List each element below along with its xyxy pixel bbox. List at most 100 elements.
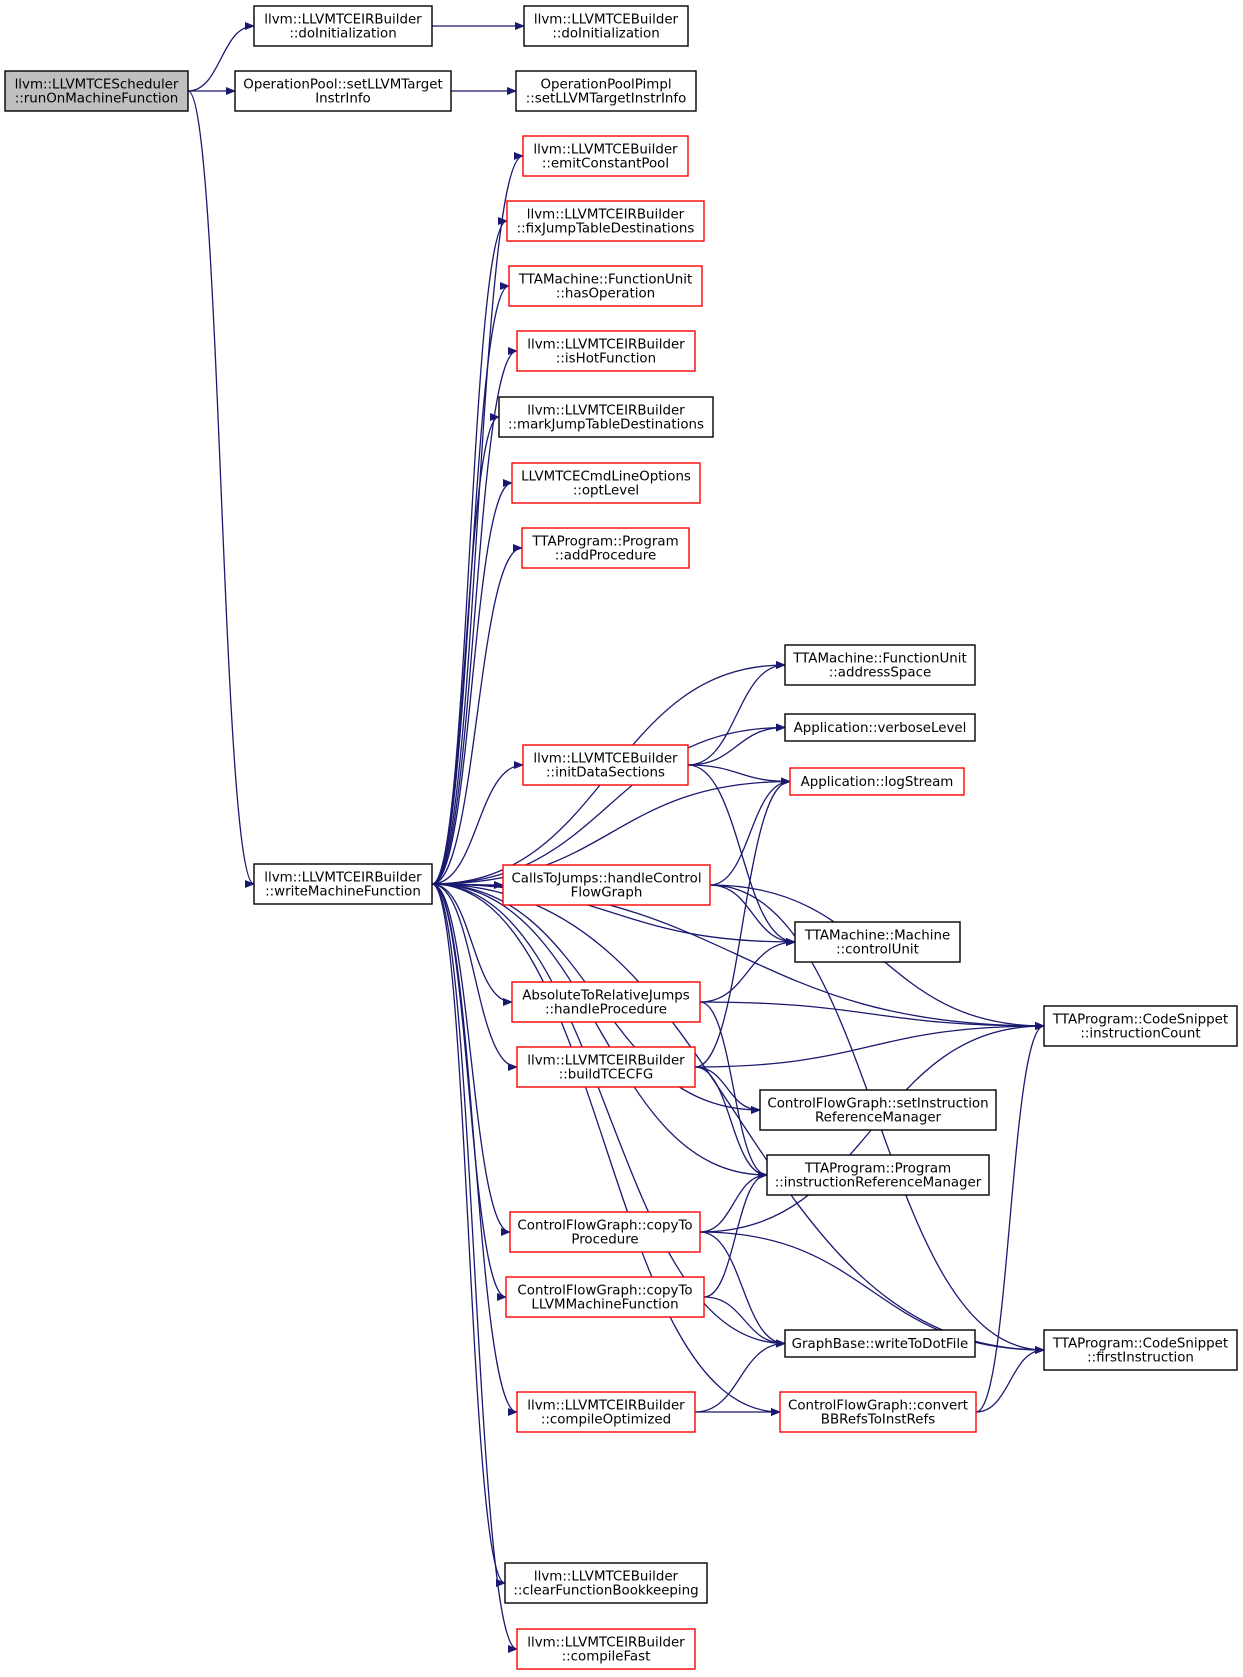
edge-handleControlFlowGraph-to-controlUnit: [709, 884, 796, 946]
edge-handleProcedure-to-controlUnit: [699, 938, 796, 1003]
node-label-line: ::emitConstantPool: [542, 157, 669, 172]
node-box: [511, 462, 701, 504]
edge-writeMachineFunction-to-controlUnit: [431, 883, 796, 946]
node-label-line: ::isHotFunction: [556, 352, 656, 367]
edge-runOnMachineFunction-to-irDoInit: [187, 22, 255, 92]
node-box: [509, 1211, 701, 1253]
node-box: [511, 981, 701, 1023]
node-clearFunctionBookkeeping[interactable]: llvm::LLVMTCEBuilder::clearFunctionBookk…: [504, 1562, 708, 1604]
edge-handleControlFlowGraph-to-logStream: [709, 777, 791, 886]
node-optLevel[interactable]: LLVMTCECmdLineOptions::optLevel: [511, 462, 701, 504]
node-instructionCount[interactable]: TTAProgram::CodeSnippet::instructionCoun…: [1043, 1005, 1238, 1047]
node-box: [498, 396, 714, 438]
edge-initDataSections-to-verboseLevel: [687, 723, 786, 766]
node-logStream[interactable]: Application::logStream: [789, 767, 965, 796]
edge-writeMachineFunction-to-initDataSections: [431, 761, 524, 885]
node-label-line: ControlFlowGraph::setInstruction: [767, 1097, 988, 1112]
node-label-line: ::instructionCount: [1080, 1027, 1200, 1042]
edge-convertBBRefs-to-firstInstruction: [975, 1346, 1045, 1413]
node-label-line: CallsToJumps::handleControl: [511, 872, 701, 887]
node-markJumpTable[interactable]: llvm::LLVMTCEIRBuilder::markJumpTableDes…: [498, 396, 714, 438]
node-box: [784, 644, 976, 686]
node-initDataSections[interactable]: llvm::LLVMTCEBuilder::initDataSections: [522, 744, 689, 786]
node-irDoInit[interactable]: llvm::LLVMTCEIRBuilder::doInitialization: [253, 5, 433, 47]
node-addProcedure[interactable]: TTAProgram::Program::addProcedure: [521, 527, 690, 569]
edge-handleProcedure-to-instrRefMgr: [699, 1001, 768, 1179]
node-box: [523, 5, 689, 47]
edge-copyToLLVM-to-writeToDotFile: [703, 1296, 786, 1348]
edge-writeMachineFunction-to-instrRefMgr: [431, 883, 768, 1179]
edge-writeMachineFunction-to-firstInstruction: [431, 883, 1045, 1354]
node-label-line: ::instructionReferenceManager: [775, 1176, 982, 1191]
node-label-line: ::fixJumpTableDestinations: [517, 222, 695, 237]
node-box: [784, 713, 976, 742]
node-label-line: ::runOnMachineFunction: [15, 92, 179, 107]
node-setInstrRefMgr[interactable]: ControlFlowGraph::setInstructionReferenc…: [759, 1089, 997, 1131]
node-label-line: InstrInfo: [315, 92, 371, 107]
edge-writeMachineFunction-to-compileOptimized: [431, 883, 518, 1416]
edge-compileOptimized-to-writeToDotFile: [694, 1339, 786, 1413]
node-runOnMachineFunction[interactable]: llvm::LLVMTCEScheduler::runOnMachineFunc…: [4, 70, 189, 112]
node-box: [1043, 1329, 1238, 1371]
node-hasOperation[interactable]: TTAMachine::FunctionUnit::hasOperation: [508, 265, 703, 307]
node-box: [789, 767, 965, 796]
node-box: [1043, 1005, 1238, 1047]
node-label-line: ::doInitialization: [552, 27, 659, 42]
node-buildTCECFG[interactable]: llvm::LLVMTCEIRBuilder::buildTCECFG: [516, 1046, 696, 1088]
node-box: [516, 330, 696, 372]
edge-writeMachineFunction-to-clearFunctionBookkeeping: [431, 883, 506, 1587]
edge-writeMachineFunction-to-optLevel: [431, 479, 513, 885]
node-label-line: LLVMMachineFunction: [531, 1298, 678, 1313]
node-box: [504, 1562, 708, 1604]
node-instrRefMgr[interactable]: TTAProgram::Program::instructionReferenc…: [766, 1154, 990, 1196]
edge-layer: [187, 22, 1045, 1653]
edge-initDataSections-to-addressSpace: [687, 661, 786, 766]
node-label-line: llvm::LLVMTCEIRBuilder: [264, 13, 422, 28]
node-opPoolPimplSet[interactable]: OperationPoolPimpl::setLLVMTargetInstrIn…: [515, 70, 697, 112]
node-opPoolSet[interactable]: OperationPool::setLLVMTargetInstrInfo: [234, 70, 452, 112]
node-writeMachineFunction[interactable]: llvm::LLVMTCEIRBuilder::writeMachineFunc…: [253, 863, 433, 905]
node-box: [253, 863, 433, 905]
node-compileFast[interactable]: llvm::LLVMTCEIRBuilder::compileFast: [516, 1628, 696, 1670]
node-box: [502, 864, 711, 906]
node-controlUnit[interactable]: TTAMachine::Machine::controlUnit: [794, 921, 961, 963]
edge-buildTCECFG-to-instrRefMgr: [694, 1066, 768, 1179]
edge-writeMachineFunction-to-copyToProcedure: [431, 883, 511, 1236]
node-label-line: llvm::LLVMTCEBuilder: [534, 1570, 679, 1585]
edge-writeMachineFunction-to-emitConstantPool: [431, 152, 524, 885]
edge-writeMachineFunction-to-isHotFunction: [431, 347, 518, 885]
node-label-line: Procedure: [571, 1233, 638, 1248]
edge-writeMachineFunction-to-buildTCECFG: [431, 883, 518, 1071]
node-box: [766, 1154, 990, 1196]
edge-copyToProcedure-to-instrRefMgr: [699, 1171, 768, 1233]
edge-buildTCECFG-to-setInstrRefMgr: [694, 1066, 761, 1114]
node-firstInstruction[interactable]: TTAProgram::CodeSnippet::firstInstructio…: [1043, 1329, 1238, 1371]
node-convertBBRefs[interactable]: ControlFlowGraph::convertBBRefsToInstRef…: [779, 1391, 977, 1433]
node-isHotFunction[interactable]: llvm::LLVMTCEIRBuilder::isHotFunction: [516, 330, 696, 372]
node-label-line: ::clearFunctionBookkeeping: [513, 1584, 698, 1599]
node-label-line: TTAMachine::FunctionUnit: [518, 273, 693, 288]
node-verboseLevel[interactable]: Application::verboseLevel: [784, 713, 976, 742]
node-box: [522, 744, 689, 786]
node-label-line: ::controlUnit: [836, 943, 919, 958]
node-compileOptimized[interactable]: llvm::LLVMTCEIRBuilder::compileOptimized: [516, 1391, 696, 1433]
node-fixJumpTable[interactable]: llvm::LLVMTCEIRBuilder::fixJumpTableDest…: [506, 200, 705, 242]
node-writeToDotFile[interactable]: GraphBase::writeToDotFile: [784, 1329, 976, 1358]
node-label-line: ::addressSpace: [829, 666, 931, 681]
node-emitConstantPool[interactable]: llvm::LLVMTCEBuilder::emitConstantPool: [522, 135, 689, 177]
node-label-line: ReferenceManager: [815, 1111, 942, 1126]
node-label-line: ::handleProcedure: [545, 1003, 667, 1018]
node-copyToLLVM[interactable]: ControlFlowGraph::copyToLLVMMachineFunct…: [505, 1276, 705, 1318]
node-label-line: ::markJumpTableDestinations: [508, 418, 704, 433]
node-label-line: LLVMTCECmdLineOptions: [521, 470, 691, 485]
node-handleProcedure[interactable]: AbsoluteToRelativeJumps::handleProcedure: [511, 981, 701, 1023]
node-addressSpace[interactable]: TTAMachine::FunctionUnit::addressSpace: [784, 644, 976, 686]
node-box: [784, 1329, 976, 1358]
node-label-line: llvm::LLVMTCEIRBuilder: [527, 1399, 685, 1414]
edge-runOnMachineFunction-to-writeMachineFunction: [187, 90, 255, 888]
edge-writeMachineFunction-to-compileFast: [431, 883, 518, 1653]
node-bDoInit[interactable]: llvm::LLVMTCEBuilder::doInitialization: [523, 5, 689, 47]
edge-copyToProcedure-to-writeToDotFile: [699, 1231, 786, 1348]
